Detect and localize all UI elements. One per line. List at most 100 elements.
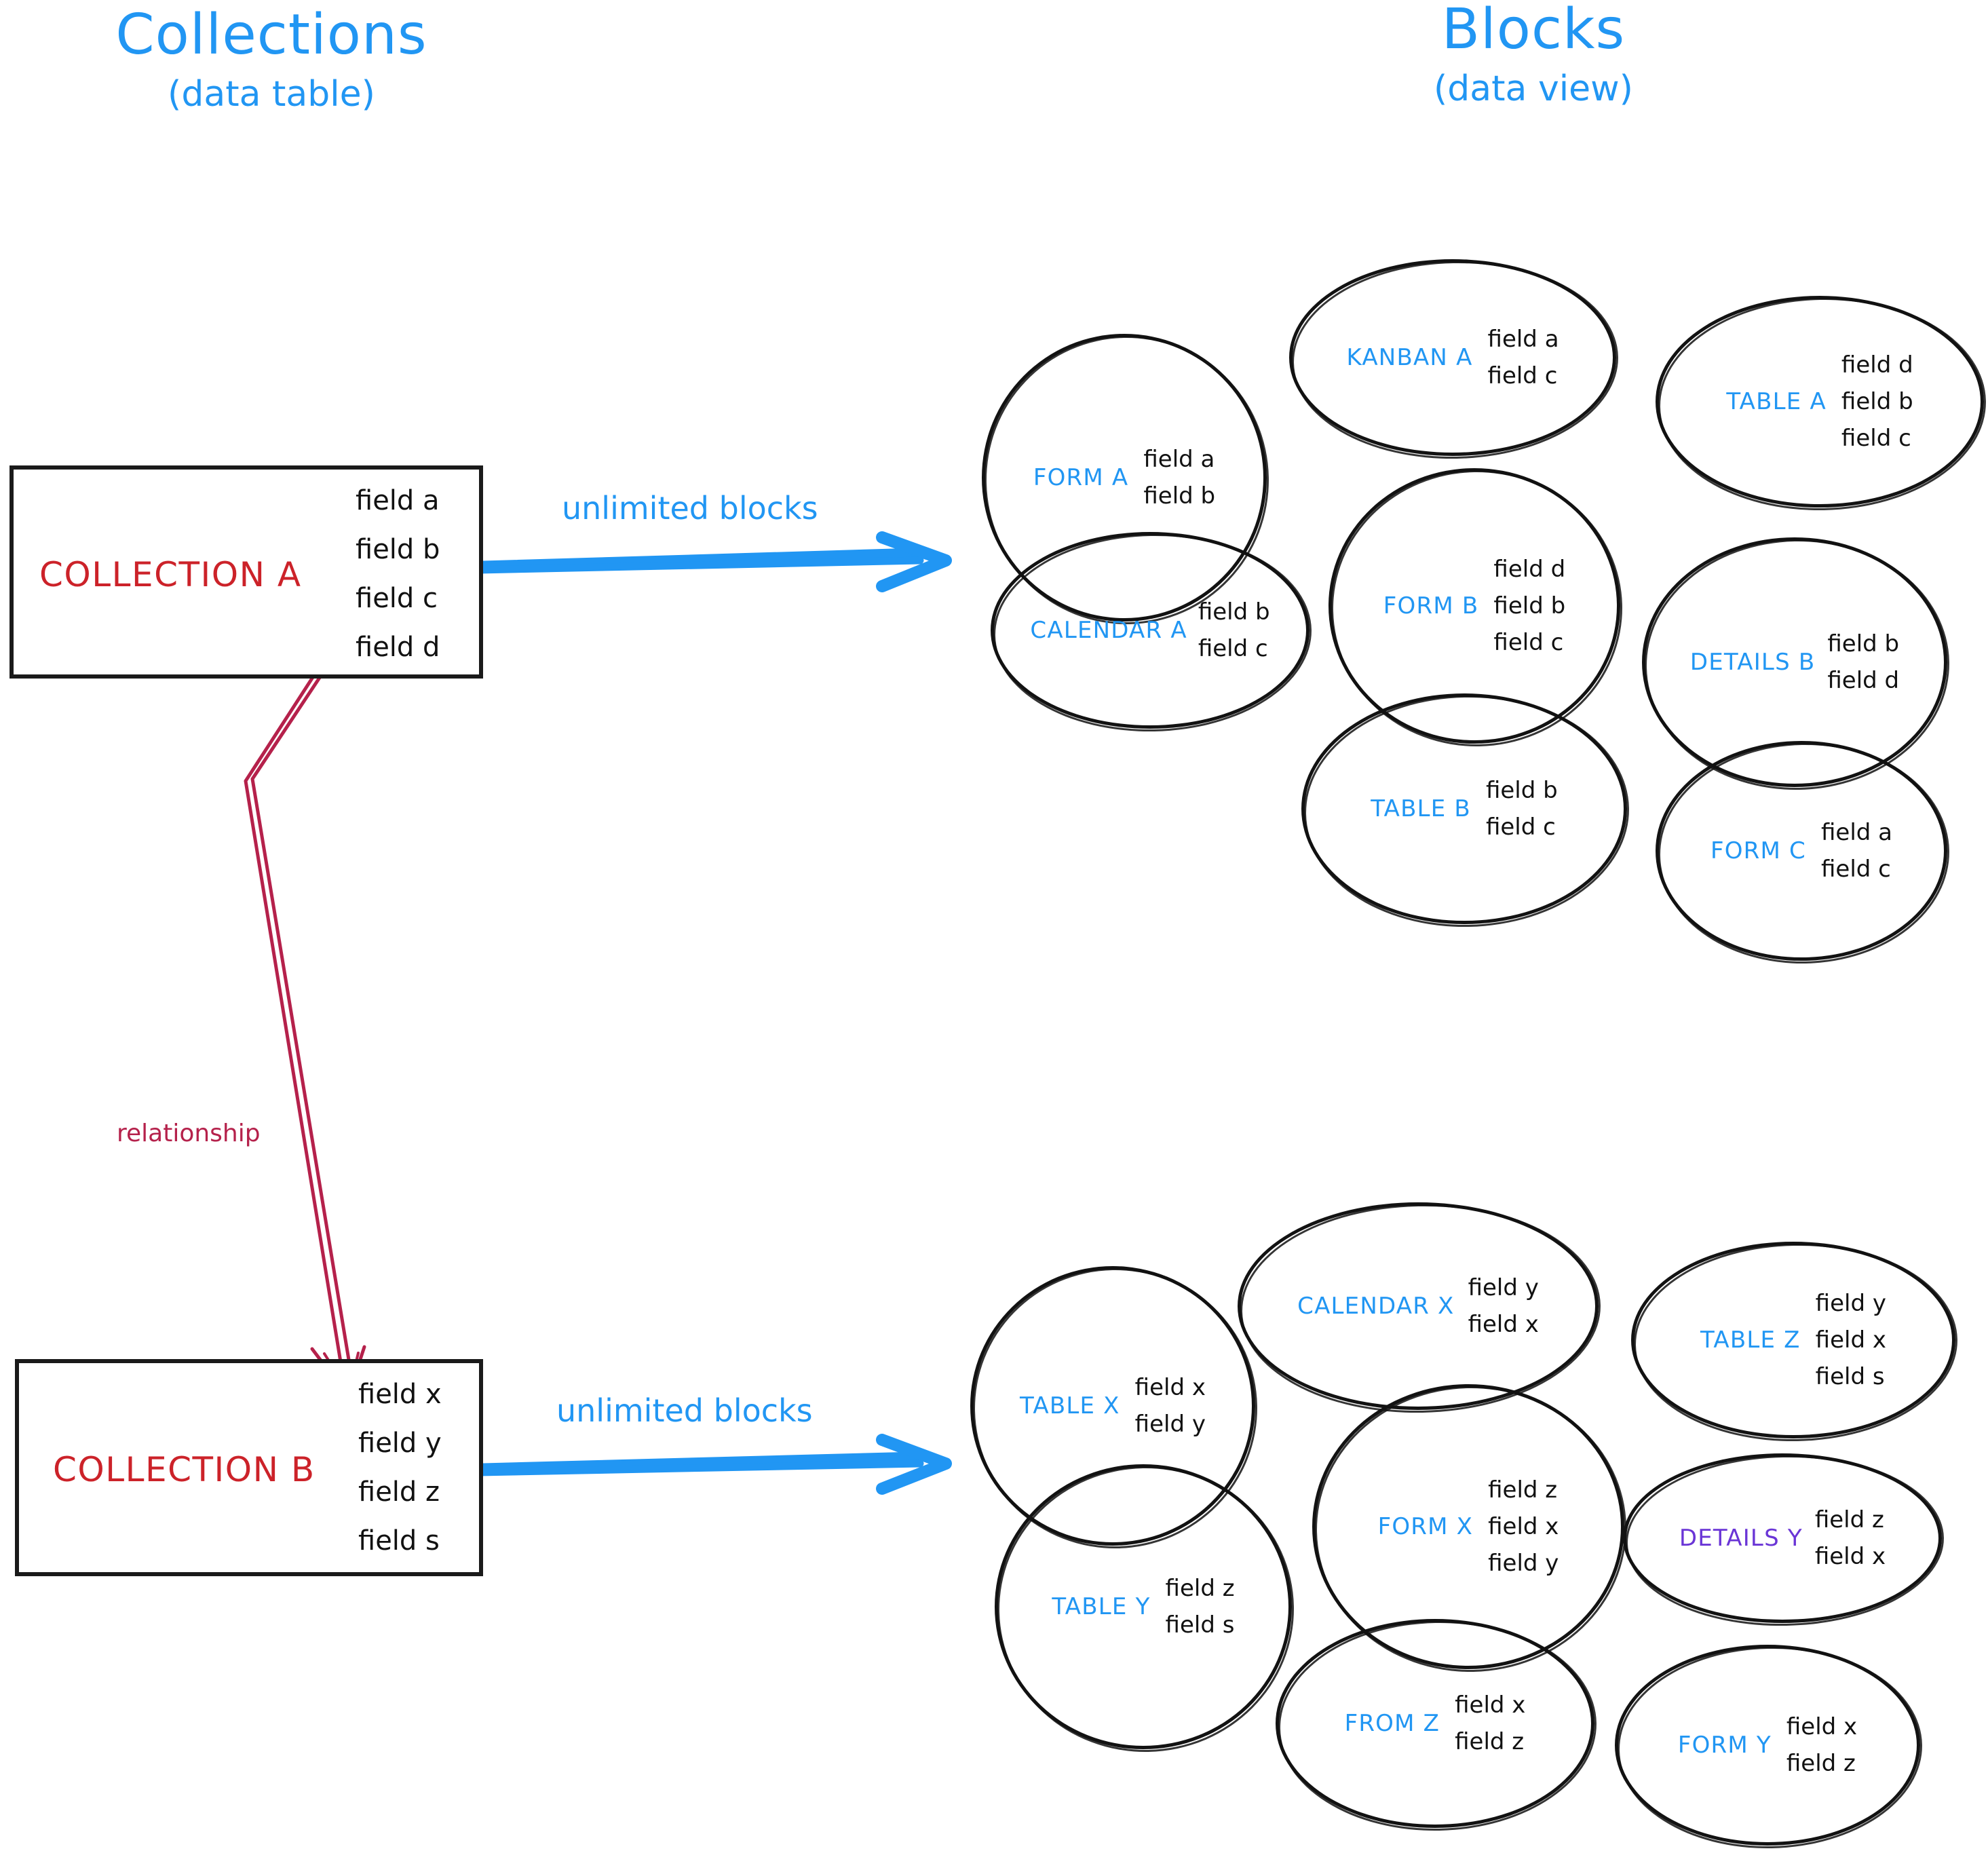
ellipse-outline [1276, 1619, 1594, 1828]
field: field c [1821, 856, 1891, 883]
field: field z [1814, 1506, 1884, 1533]
collection-a-box[interactable] [9, 465, 483, 679]
heading-collections-subtitle: (data table) [168, 73, 375, 115]
collection-a-field-2: field c [356, 583, 438, 614]
ellipse-outline [1623, 1453, 1942, 1623]
relationship-label: relationship [117, 1120, 261, 1147]
block-label-table-a: TABLE A [1726, 388, 1827, 415]
collection-a-field-1: field b [356, 534, 440, 565]
block-table-z[interactable]: TABLE Z field y field x field s [1631, 1240, 1960, 1445]
collection-b-fields: field x field y field z field s [358, 1379, 442, 1557]
block-fields-table-y: field z field s [1166, 1575, 1235, 1639]
field: field b [1143, 482, 1216, 510]
ellipse-outline [1289, 259, 1616, 456]
block-fields-from-z: field x field z [1455, 1692, 1525, 1755]
block-form-c[interactable]: FORM C field a field c [1656, 740, 1952, 967]
collection-b-box[interactable] [15, 1359, 483, 1576]
block-from-z[interactable]: FROM Z field x field z [1276, 1618, 1599, 1834]
block-form-y[interactable]: FORM Y field x field z [1615, 1643, 1924, 1851]
field: field a [1487, 326, 1559, 353]
relationship-arrow [244, 647, 366, 1398]
block-label-table-x: TABLE X [1020, 1392, 1120, 1419]
field: field c [1198, 635, 1268, 662]
field: field a [1143, 446, 1215, 473]
block-kanban-a[interactable]: KANBAN A field a field c [1289, 258, 1620, 462]
field: field b [1198, 598, 1270, 626]
block-fields-kanban-a: field a field c [1488, 326, 1559, 389]
ellipse-outline [995, 1464, 1292, 1749]
block-label-table-y: TABLE Y [1052, 1593, 1151, 1620]
block-form-a[interactable]: FORM A field a field b [981, 333, 1272, 627]
field: field b [1827, 630, 1900, 657]
field: field c [1841, 425, 1911, 452]
ellipse-outline [1631, 1242, 1955, 1438]
field: field c [1493, 629, 1564, 656]
collection-b-field-0: field x [358, 1379, 442, 1410]
heading-blocks-title: Blocks [1441, 0, 1626, 62]
block-label-table-b: TABLE B [1371, 795, 1471, 822]
field: field y [1488, 1550, 1559, 1577]
block-calendar-x[interactable]: CALENDAR X field y field x [1238, 1200, 1603, 1417]
arrow-label-unlimited-blocks-top: unlimited blocks [562, 490, 818, 527]
block-fields-calendar-a: field b field c [1198, 598, 1270, 662]
block-calendar-a[interactable]: CALENDAR A field b field c [991, 531, 1314, 735]
ellipse-outline [991, 532, 1310, 729]
block-fields-details-y: field z field x [1815, 1506, 1886, 1570]
block-label-table-z: TABLE Z [1700, 1327, 1801, 1354]
field: field s [1165, 1611, 1235, 1639]
field: field z [1165, 1575, 1235, 1602]
block-label-from-z: FROM Z [1344, 1710, 1440, 1737]
block-details-y[interactable]: DETAILS Y field z field x [1623, 1452, 1946, 1629]
field: field x [1786, 1713, 1858, 1740]
block-table-b[interactable]: TABLE B field b field c [1301, 692, 1632, 930]
ellipse-outline [1301, 693, 1627, 924]
field: field d [1493, 556, 1566, 583]
field: field z [1488, 1476, 1558, 1504]
collection-a-title: COLLECTION A [39, 555, 302, 594]
heading-blocks-subtitle: (data view) [1434, 68, 1633, 109]
block-fields-form-b: field d field b field c [1493, 556, 1565, 656]
ellipse-outline [1656, 296, 1984, 508]
block-fields-table-z: field y field x field s [1816, 1290, 1886, 1390]
field: field a [1821, 819, 1893, 846]
field: field z [1786, 1750, 1856, 1777]
field: field x [1815, 1327, 1886, 1354]
block-label-form-a: FORM A [1033, 464, 1129, 491]
field: field y [1468, 1274, 1539, 1301]
field: field c [1485, 814, 1556, 841]
field: field x [1814, 1543, 1886, 1570]
block-fields-table-a: field d field b field c [1841, 351, 1913, 452]
field: field b [1841, 388, 1913, 415]
block-fields-form-y: field x field z [1786, 1713, 1857, 1777]
field: field x [1488, 1513, 1559, 1540]
block-table-a[interactable]: TABLE A field d field b field c [1656, 294, 1988, 514]
field: field d [1827, 667, 1900, 694]
block-label-details-b: DETAILS B [1689, 649, 1816, 676]
block-fields-table-b: field b field c [1486, 777, 1558, 841]
field: field x [1455, 1692, 1526, 1719]
heading-collections: Collections (data table) [0, 5, 543, 113]
block-fields-calendar-x: field y field x [1468, 1274, 1539, 1338]
field: field d [1841, 351, 1913, 379]
block-label-kanban-a: KANBAN A [1346, 344, 1473, 371]
block-table-y[interactable]: TABLE Y field z field s [994, 1463, 1297, 1755]
field: field z [1455, 1728, 1525, 1755]
block-label-calendar-x: CALENDAR X [1297, 1293, 1455, 1320]
field: field b [1485, 777, 1558, 804]
collection-b-field-1: field y [358, 1428, 442, 1459]
arrow-label-unlimited-blocks-bottom: unlimited blocks [556, 1392, 813, 1429]
unlimited-blocks-arrow-top [475, 531, 952, 592]
block-label-form-y: FORM Y [1677, 1732, 1772, 1759]
collection-a-fields: field a field b field c field d [356, 485, 440, 663]
ellipse-outline [1656, 741, 1947, 961]
field: field x [1134, 1374, 1206, 1401]
block-fields-form-x: field z field x field y [1488, 1476, 1559, 1577]
block-label-form-c: FORM C [1710, 837, 1806, 864]
block-fields-form-c: field a field c [1821, 819, 1892, 883]
field: field y [1134, 1411, 1206, 1438]
field: field c [1487, 362, 1558, 389]
field: field y [1815, 1290, 1886, 1317]
block-fields-table-x: field x field y [1135, 1374, 1206, 1438]
unlimited-blocks-arrow-bottom [475, 1434, 952, 1495]
